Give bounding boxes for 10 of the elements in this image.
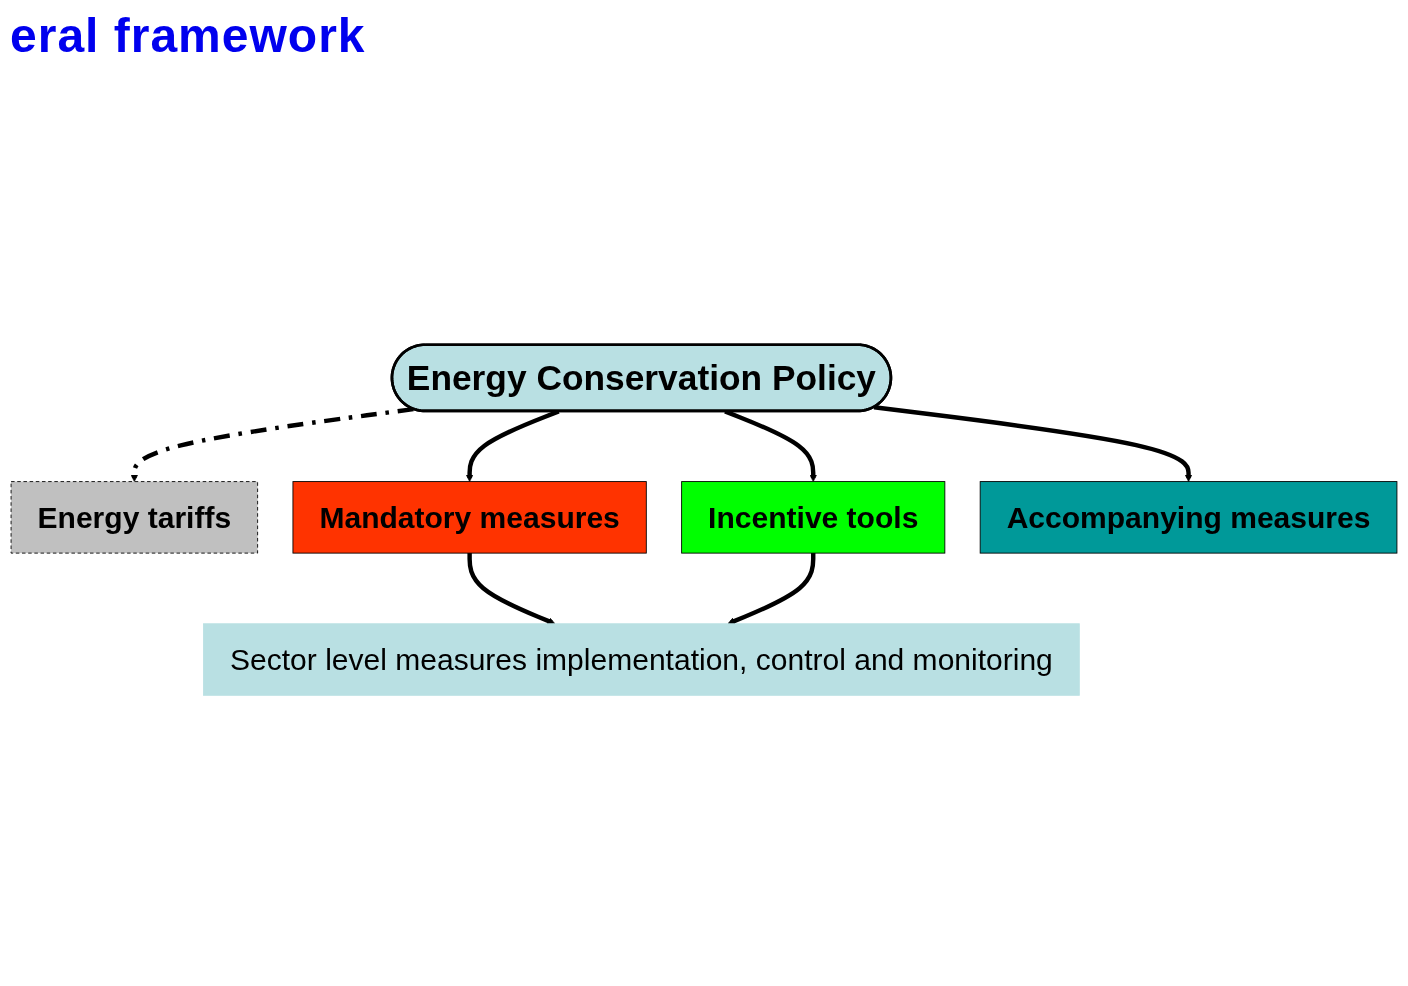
- node-box: Mandatory measures: [292, 481, 647, 554]
- node-box: Incentive tools: [681, 481, 946, 554]
- arrow: [130, 406, 414, 482]
- node-box: Accompanying measures: [979, 481, 1398, 554]
- arrow: [467, 553, 556, 625]
- node-box: Energy tariffs: [10, 481, 259, 554]
- arrow: [727, 553, 816, 625]
- arrow: [873, 405, 1193, 482]
- diagram-title: eral framework: [10, 8, 366, 63]
- node-box: Sector level measures implementation, control and monitoring: [203, 623, 1080, 696]
